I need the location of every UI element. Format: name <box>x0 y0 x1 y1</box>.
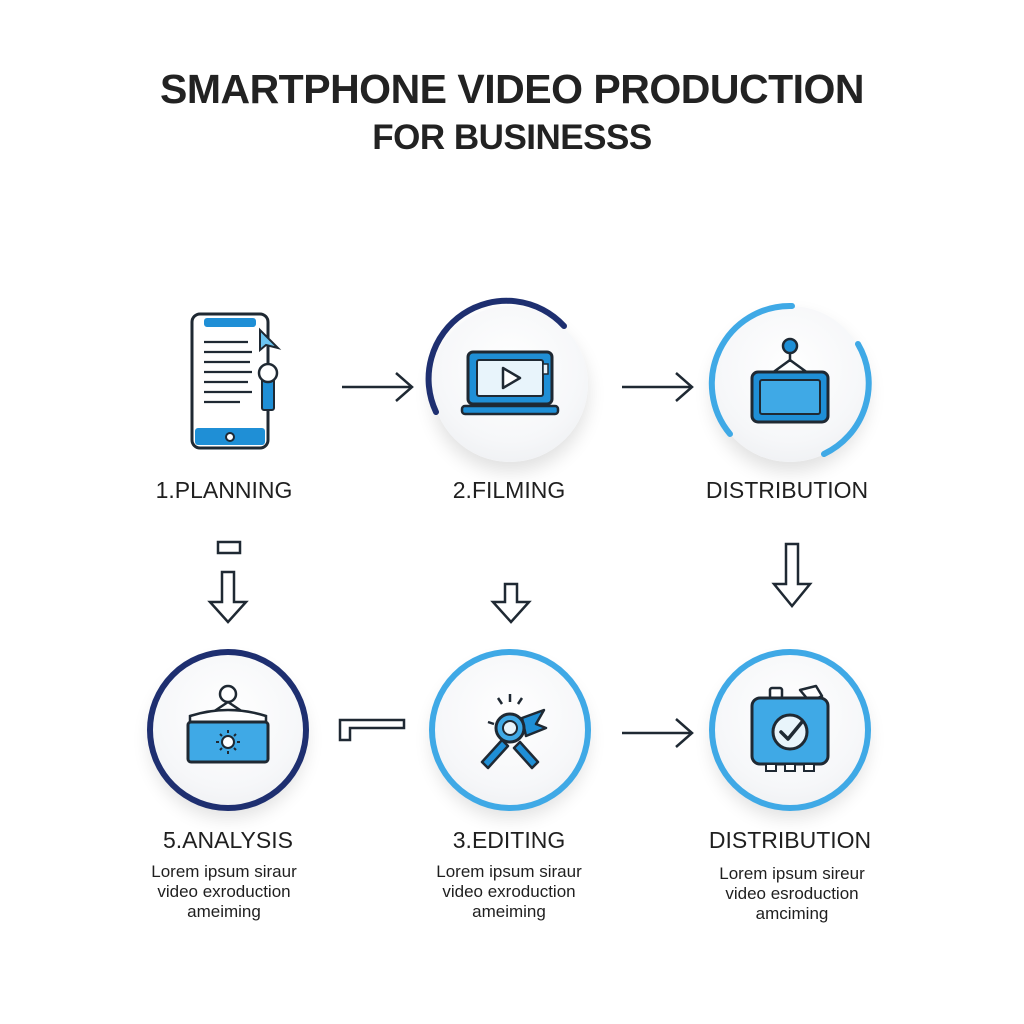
arrow-down-3 <box>771 542 813 608</box>
progress-ring <box>425 297 567 415</box>
step-label-distribution-bottom: DISTRIBUTION <box>708 827 872 853</box>
desc-line: video esroduction <box>725 884 859 903</box>
step-node-analysis <box>147 649 309 811</box>
case-check-icon <box>750 684 830 772</box>
step-node-editing <box>429 649 591 811</box>
step-node-distribution-top <box>708 302 872 462</box>
desc-line: Lorem ipsum sireur <box>719 864 865 883</box>
arrow-right-2 <box>622 372 694 402</box>
step-node-distribution-bottom <box>709 649 871 811</box>
desc-line: Lorem ipsum siraur <box>151 862 297 881</box>
progress-ring <box>429 649 591 811</box>
step-node-filming <box>425 297 588 462</box>
desc-line: amciming <box>755 904 829 923</box>
step-label-editing: 3.EDITING <box>452 827 566 853</box>
arrow-down-1 <box>207 570 249 624</box>
page-subtitle: FOR BUSINESSS <box>372 118 652 157</box>
desc-line: video exroduction <box>442 882 576 901</box>
step-desc-analysis: Lorem ipsum siraur video exroduction ame… <box>94 862 354 922</box>
desc-line: Lorem ipsum siraur <box>436 862 582 881</box>
progress-ring <box>147 649 309 811</box>
progress-ring <box>709 649 871 811</box>
arrow-down-2 <box>490 582 532 624</box>
desc-line: ameiming <box>187 902 261 921</box>
connector-block <box>338 718 406 742</box>
phone-script-icon <box>190 312 282 450</box>
arrow-right-1 <box>342 372 414 402</box>
step-label-planning: 1.PLANNING <box>155 477 293 503</box>
step-desc-editing: Lorem ipsum siraur video exroduction ame… <box>379 862 639 922</box>
tools-icon <box>480 694 548 770</box>
hanging-sign-icon <box>186 684 270 764</box>
arrow-right-3 <box>622 718 694 748</box>
step-label-filming: 2.FILMING <box>452 477 566 503</box>
progress-ring <box>708 302 872 457</box>
connector-stub <box>216 540 242 555</box>
laptop-play-icon <box>460 350 560 416</box>
step-label-analysis: 5.ANALYSIS <box>163 827 293 853</box>
page-title: SMARTPHONE VIDEO PRODUCTION <box>159 66 865 112</box>
desc-line: ameiming <box>472 902 546 921</box>
desc-line: video exroduction <box>157 882 291 901</box>
step-label-distribution-top: DISTRIBUTION <box>705 477 869 503</box>
hanging-screen-icon <box>750 337 830 424</box>
step-desc-distribution: Lorem ipsum sireur video esroduction amc… <box>662 864 922 924</box>
